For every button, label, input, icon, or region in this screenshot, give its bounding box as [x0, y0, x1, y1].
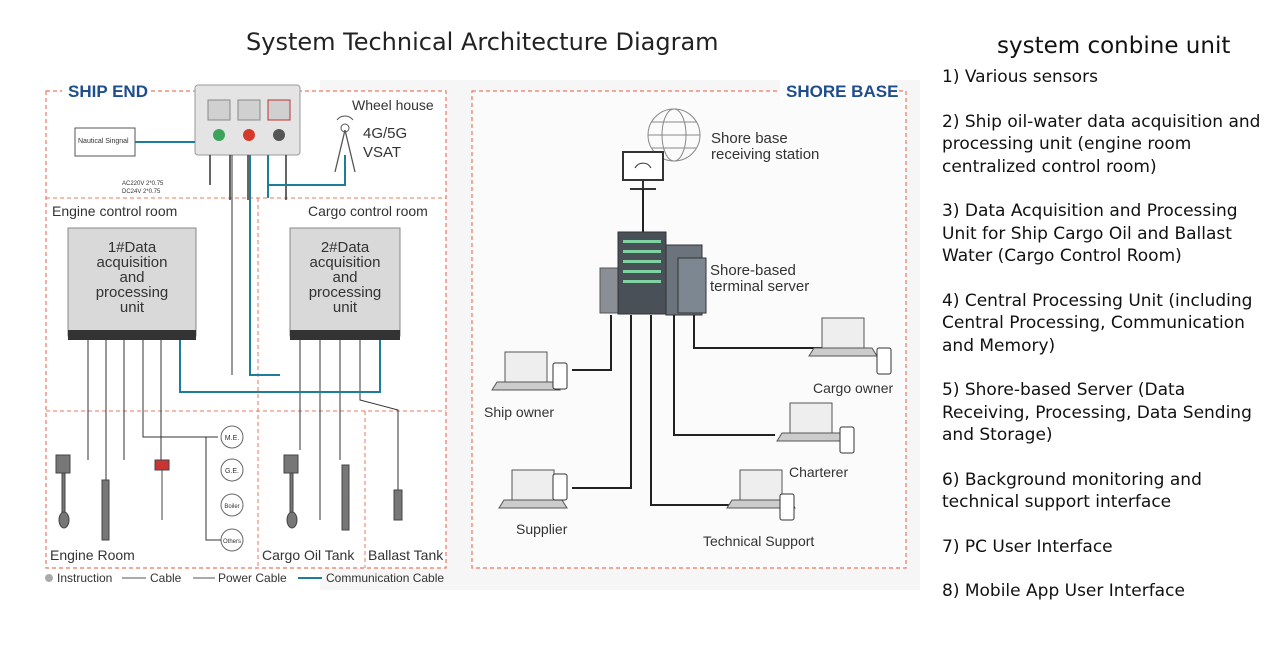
legend-communication-cable: Communication Cable: [326, 571, 444, 585]
consumer-label: Boiler: [224, 504, 239, 510]
list-item: 3) Data Acquisition and Processing Unit …: [942, 201, 1238, 266]
unit1-line: and: [119, 269, 144, 286]
server-label: terminal server: [710, 278, 809, 295]
unit1-line: processing: [96, 284, 169, 301]
data-unit-2: [289, 227, 401, 337]
data-unit-1: [67, 227, 197, 337]
wheel-house-label: Wheel house: [352, 97, 434, 113]
antenna-icon: [334, 115, 356, 173]
unit2-line: unit: [333, 299, 358, 316]
page-title: System Technical Architecture Diagram: [246, 28, 719, 56]
nautical-signal-label: Nautical Singnal: [78, 138, 129, 145]
server-icon: [599, 231, 707, 316]
consumer-bus: [205, 437, 221, 541]
monitor-icon: [622, 151, 664, 190]
panel-gauge: [237, 99, 261, 121]
laptop-icon: [491, 351, 568, 391]
red-indicator: [243, 129, 255, 141]
consumer-nodes: [220, 425, 244, 552]
list-item: 7) PC User Interface: [942, 536, 1113, 557]
engine-room-label: Engine Room: [50, 547, 135, 563]
receiving-station-label: Shore base: [711, 130, 788, 147]
unit-base: [68, 330, 196, 340]
list-item: 1) Various sensors: [942, 67, 1098, 87]
cargo-control-room-label: Cargo control room: [308, 203, 428, 219]
legend-cable: Cable: [150, 571, 182, 585]
unit1-line: acquisition: [97, 254, 168, 271]
charterer-label: Charterer: [789, 464, 848, 480]
laptop-icon: [726, 469, 796, 521]
component-list: 1) Various sensors 2) Ship oil-water dat…: [942, 66, 1272, 625]
nautical-signal-box: [74, 127, 136, 157]
consumer-label: G.E.: [225, 468, 239, 475]
power-label-1: AC220V 2*0.75: [122, 181, 164, 187]
panel-gauge: [267, 99, 291, 121]
green-indicator: [213, 129, 225, 141]
architecture-diagram: SHIP END Wheel house 4G/5G VSAT Nautical…: [45, 80, 907, 585]
unit2-line: and: [332, 269, 357, 286]
list-item: 2) Ship oil-water data acquisition and p…: [942, 111, 1261, 177]
unit-connectors: [209, 155, 287, 200]
laptop-icon: [776, 402, 855, 454]
ship-end-header: SHIP END: [68, 82, 148, 101]
unit1-line: unit: [120, 299, 145, 316]
server-label: Shore-based: [710, 262, 796, 279]
instruction-legend-icon: [45, 574, 53, 582]
consumer-label: Others: [223, 539, 241, 545]
comm-cable: [179, 340, 381, 393]
laptop-icon: [498, 469, 568, 509]
header-bg: [780, 80, 894, 100]
shore-base-header: SHORE BASE: [786, 82, 898, 101]
panel-gauge: [207, 99, 231, 121]
unit2-line: processing: [309, 284, 382, 301]
engine-control-room-label: Engine control room: [52, 203, 177, 219]
cargo-owner-label: Cargo owner: [813, 380, 893, 396]
network-links: [572, 315, 822, 506]
sensor-icons: [55, 454, 403, 541]
list-item: 4) Central Processing Unit (including Ce…: [942, 290, 1253, 356]
list-item: 8) Mobile App User Interface: [942, 581, 1185, 601]
comm-label: 4G/5G: [363, 125, 407, 142]
legend-power-cable: Power Cable: [218, 571, 287, 585]
consumer-label: M.E.: [225, 435, 239, 442]
power-label-2: DC24V 2*0.75: [122, 189, 161, 195]
vsat-label: VSAT: [363, 144, 401, 161]
cargo-oil-tank-label: Cargo Oil Tank: [262, 547, 355, 563]
list-item: 5) Shore-based Server (Data Receiving, P…: [942, 380, 1252, 445]
unit2-line: acquisition: [310, 254, 381, 271]
unit2-line: 2#Data: [321, 239, 370, 256]
right-panel-title: system conbine unit: [997, 33, 1231, 59]
list-item: 6) Background monitoring and technical s…: [942, 469, 1202, 513]
technical-support-label: Technical Support: [703, 533, 814, 549]
header-bg: [62, 80, 150, 100]
ballast-tank-label: Ballast Tank: [368, 547, 444, 563]
knob: [273, 129, 285, 141]
comm-cable: [249, 155, 280, 376]
ship-owner-label: Ship owner: [484, 404, 554, 420]
unit-base: [290, 330, 400, 340]
supplier-label: Supplier: [516, 521, 568, 537]
globe-icon: [647, 108, 701, 162]
unit1-line: 1#Data: [108, 239, 157, 256]
legend-instruction: Instruction: [57, 571, 112, 585]
laptop-icon: [808, 317, 892, 375]
sensor-cables: [87, 155, 399, 520]
comm-cable: [268, 155, 346, 186]
receiving-station-label: receiving station: [711, 146, 819, 163]
